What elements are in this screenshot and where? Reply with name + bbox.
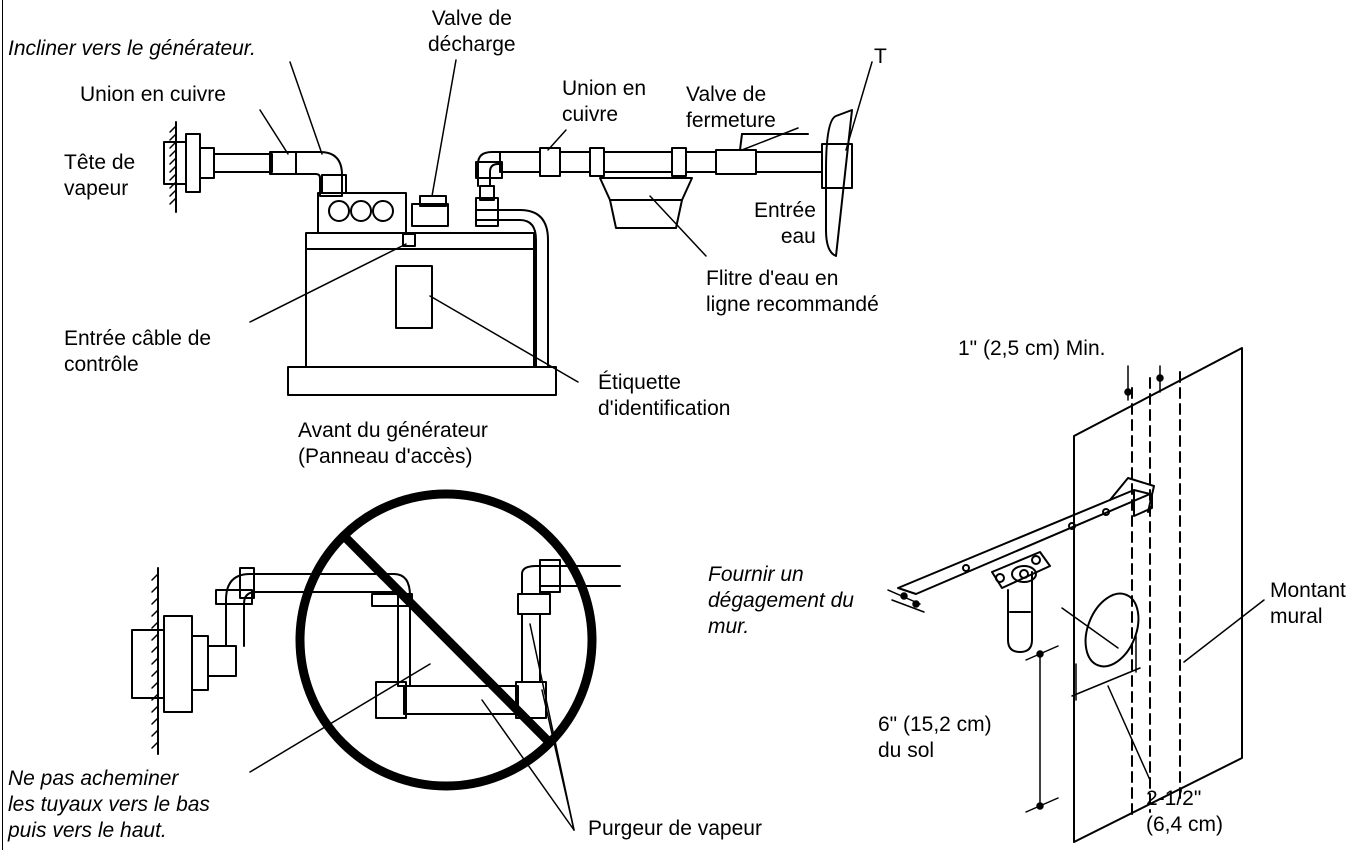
purgeur-label: Purgeur de vapeur bbox=[588, 817, 762, 840]
water-filter bbox=[599, 177, 693, 229]
filtre-label: Flitre d'eau en ligne recommandé bbox=[706, 267, 879, 316]
wall-hatch-bottom bbox=[151, 567, 159, 755]
fournir-label: Fournir un dégagement du mur. bbox=[708, 563, 854, 638]
wall-stud-dashed bbox=[1131, 371, 1181, 821]
union-cuivre-left-label: Union en cuivre bbox=[80, 83, 226, 106]
steam-pipe-top bbox=[269, 151, 347, 197]
drop-ear-elbow bbox=[991, 551, 1051, 653]
leader-lines-bottom-left bbox=[249, 623, 575, 831]
min-clearance-label: 1" (2,5 cm) Min. bbox=[958, 337, 1106, 360]
generator-return-pipe bbox=[475, 185, 549, 367]
prohibition-sign bbox=[295, 489, 597, 791]
two-half-label: 2-1/2" (6,4 cm) bbox=[1146, 787, 1224, 836]
dimension-lines bbox=[887, 365, 1265, 813]
six-inch-label: 6" (15,2 cm) du sol bbox=[878, 713, 992, 762]
water-line-top bbox=[475, 109, 853, 257]
steam-head-bottom bbox=[131, 615, 237, 713]
left-border-line bbox=[2, 0, 3, 850]
t-label: T bbox=[874, 45, 887, 68]
wrong-routing-pipes bbox=[215, 559, 621, 719]
ne-pas-label: Ne pas acheminer les tuyaux vers le bas … bbox=[8, 767, 210, 842]
valve-fermeture-label: Valve de fermeture bbox=[686, 83, 776, 132]
wall-hatch-top bbox=[169, 121, 177, 213]
tete-vapeur-label: Tête de vapeur bbox=[64, 151, 136, 200]
etiquette-label: Étiquette d'identification bbox=[598, 371, 731, 420]
wall-panel bbox=[1073, 347, 1243, 843]
mounting-bracket bbox=[897, 477, 1155, 595]
wall-hole bbox=[1084, 592, 1140, 668]
generator-body bbox=[287, 192, 557, 396]
leader-lines-top bbox=[249, 59, 873, 383]
union-cuivre-right-label: Union en cuivre bbox=[562, 77, 647, 126]
montant-mural-label: Montant mural bbox=[1270, 579, 1346, 628]
entree-cable-label: Entrée câble de contrôle bbox=[64, 327, 212, 376]
entree-eau-label: Entrée eau bbox=[754, 199, 816, 248]
incline-note: Incliner vers le générateur. bbox=[8, 37, 256, 60]
steam-head-top bbox=[163, 133, 273, 193]
valve-decharge-label: Valve de décharge bbox=[428, 7, 516, 56]
avant-generateur-label: Avant du générateur (Panneau d'accès) bbox=[298, 419, 488, 468]
